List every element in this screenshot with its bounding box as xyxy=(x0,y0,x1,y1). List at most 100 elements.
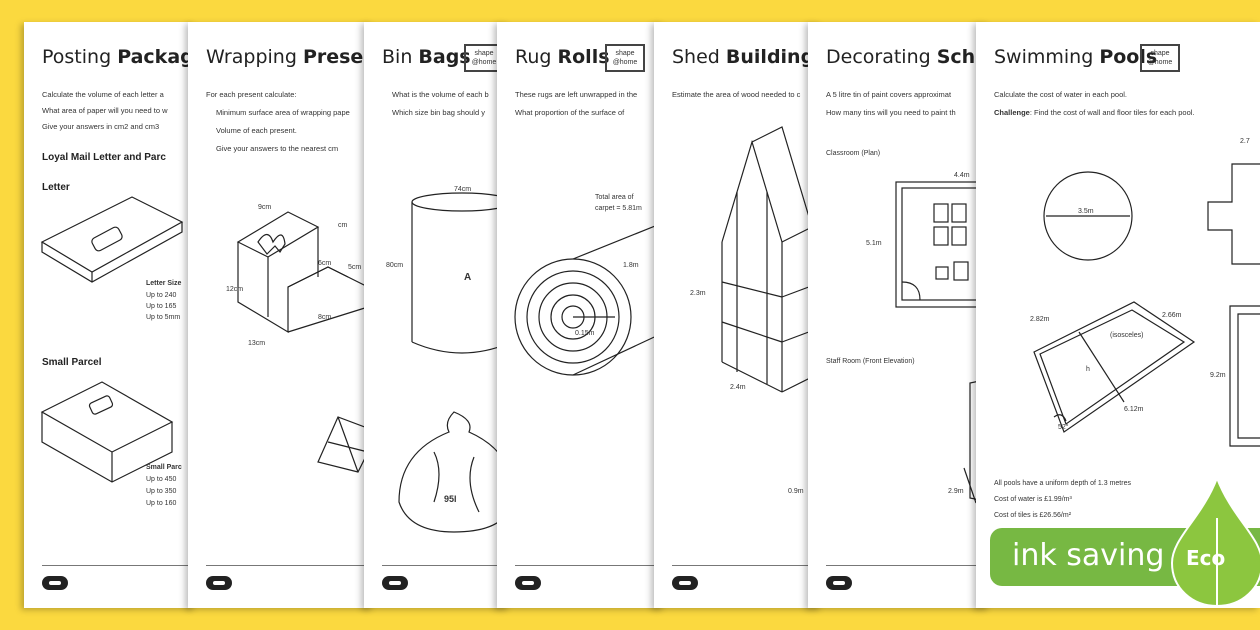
instruction-line: Give your answers to the nearest cm xyxy=(216,144,339,153)
dimension-label: 9cm xyxy=(258,204,272,211)
dimension-label: 5cm xyxy=(348,264,362,271)
dimension-label: 2.4m xyxy=(730,384,746,391)
sheet-title: Decorating School xyxy=(826,46,990,68)
instruction-line: What is the volume of each b xyxy=(392,90,489,99)
worksheet-decorating-school: Decorating School A 5 litre tin of paint… xyxy=(808,22,990,608)
instruction-line: Calculate the cost of water in each pool… xyxy=(994,90,1127,99)
parcel-diagram xyxy=(40,381,174,483)
instruction-line: Minimum surface area of wrapping pape xyxy=(216,108,350,117)
size-label: Up to 5mm xyxy=(146,314,181,321)
sheet-title: Shed Building xyxy=(672,46,815,68)
diagram-caption: Classroom (Plan) xyxy=(826,150,881,157)
size-label: Letter Size xyxy=(146,280,182,287)
bin-bag-cylinder xyxy=(411,192,510,354)
instruction-line: Volume of each present. xyxy=(216,126,297,135)
dimension-label: 0.9m xyxy=(788,488,804,495)
footer-rule xyxy=(672,565,822,566)
section-heading: Letter xyxy=(42,182,70,193)
ink-saving-label: ink saving xyxy=(1012,538,1165,573)
dimension-label: 74cm xyxy=(454,186,472,193)
shape-at-home-badge: shape @home xyxy=(1140,44,1180,72)
footer-rule xyxy=(515,565,665,566)
dimension-label: 2.66m xyxy=(1162,312,1182,319)
publisher-logo xyxy=(206,576,232,590)
dimension-label: 9.2m xyxy=(1210,372,1226,379)
instruction-line: What proportion of the surface of xyxy=(515,108,625,117)
dimension-label: cm xyxy=(338,222,348,229)
volume-label: 95l xyxy=(444,494,457,504)
dimension-label: 4.4m xyxy=(954,172,970,179)
publisher-logo xyxy=(515,576,541,590)
dimension-label: 2.3m xyxy=(690,290,706,297)
angle-label: 52° xyxy=(1058,424,1069,431)
footer-rule xyxy=(826,565,990,566)
challenge-line: Challenge: Find the cost of wall and flo… xyxy=(994,108,1195,117)
worksheet-shed-building: Shed Building Estimate the area of wood … xyxy=(654,22,822,608)
worksheet-rug-rolls: Rug Rolls shape @home These rugs are lef… xyxy=(497,22,665,608)
diagram-caption: Staff Room (Front Elevation) xyxy=(826,358,915,365)
instruction-line: Which size bin bag should y xyxy=(392,108,485,117)
dimension-label: 0.15m xyxy=(575,330,595,337)
worksheet-posting-packages: Posting Packages Calculate the volume of… xyxy=(24,22,196,608)
size-label: Up to 350 xyxy=(146,488,177,495)
instruction-line: What area of paper will you need to w xyxy=(42,106,168,115)
instruction-line: Estimate the area of wood needed to c xyxy=(672,90,801,99)
dimension-label: 2.7 xyxy=(1240,138,1250,145)
size-label: Up to 160 xyxy=(146,500,177,507)
size-label: Up to 450 xyxy=(146,476,177,483)
trapezium-pool xyxy=(1033,301,1196,433)
dimension-label: 6.12m xyxy=(1124,406,1144,413)
cross-pool xyxy=(1207,163,1260,265)
height-label: h xyxy=(1086,366,1090,373)
dimension-label: 2.82m xyxy=(1030,316,1050,323)
footer-rule xyxy=(382,565,510,566)
shed-frame-diagram xyxy=(721,126,822,393)
publisher-logo xyxy=(826,576,852,590)
dimension-label: 12cm xyxy=(226,286,244,293)
publisher-logo xyxy=(42,576,68,590)
publisher-logo xyxy=(382,576,408,590)
dimension-label: 6cm xyxy=(318,260,332,267)
worksheet-wrapping-presents: Wrapping Presents For each present calcu… xyxy=(188,22,374,608)
dimension-label: 8cm xyxy=(318,314,332,321)
tent-box-diagram xyxy=(317,416,374,473)
size-label: Up to 240 xyxy=(146,292,177,299)
shape-at-home-badge: shape @home xyxy=(605,44,645,72)
instruction-line: These rugs are left unwrapped in the xyxy=(515,90,638,99)
instruction-line: Give your answers in cm2 and cm3 xyxy=(42,122,160,131)
dimension-label: 13cm xyxy=(248,340,266,347)
footer-rule xyxy=(206,565,374,566)
worksheet-bin-bags: Bin Bags shape @home What is the volume … xyxy=(364,22,510,608)
sheet-title: Wrapping Presents xyxy=(206,46,374,68)
instruction-line: How many tins will you need to paint th xyxy=(826,108,956,117)
present-diagram xyxy=(236,211,369,334)
letter-diagram xyxy=(40,196,184,283)
circular-pool xyxy=(1043,171,1133,261)
pool-note: Cost of water is £1.99/m³ xyxy=(994,496,1072,503)
section-heading: Loyal Mail Letter and Parc xyxy=(42,152,166,163)
area-label: Total area of xyxy=(595,194,634,201)
rectangle-pool xyxy=(1229,305,1260,447)
dimension-label: 5.1m xyxy=(866,240,882,247)
section-heading: Small Parcel xyxy=(42,357,102,368)
size-label: Small Parc xyxy=(146,464,182,471)
publisher-logo xyxy=(672,576,698,590)
instruction-line: A 5 litre tin of paint covers approximat xyxy=(826,90,952,99)
instruction-line: Calculate the volume of each letter a xyxy=(42,90,164,99)
sheet-title: Bin Bags xyxy=(382,46,471,68)
dimension-label: 1.8m xyxy=(623,262,639,269)
sheet-title: Posting Packages xyxy=(42,46,196,68)
eco-leaf-drop-icon xyxy=(1170,475,1260,608)
dimension-label: 80cm xyxy=(386,262,404,269)
dimension-label: 3.5m xyxy=(1078,208,1094,215)
classroom-plan xyxy=(895,181,987,308)
size-label: Up to 165 xyxy=(146,303,177,310)
eco-label: Eco xyxy=(1186,546,1226,570)
pool-note: Cost of tiles is £26.56/m² xyxy=(994,512,1072,519)
footer-rule xyxy=(42,565,196,566)
dimension-label: 2.9m xyxy=(948,488,964,495)
tied-bin-bag xyxy=(398,411,510,533)
shape-note: (isosceles) xyxy=(1110,332,1144,339)
rug-roll-spiral xyxy=(514,221,665,376)
pool-note: All pools have a uniform depth of 1.3 me… xyxy=(994,480,1131,487)
